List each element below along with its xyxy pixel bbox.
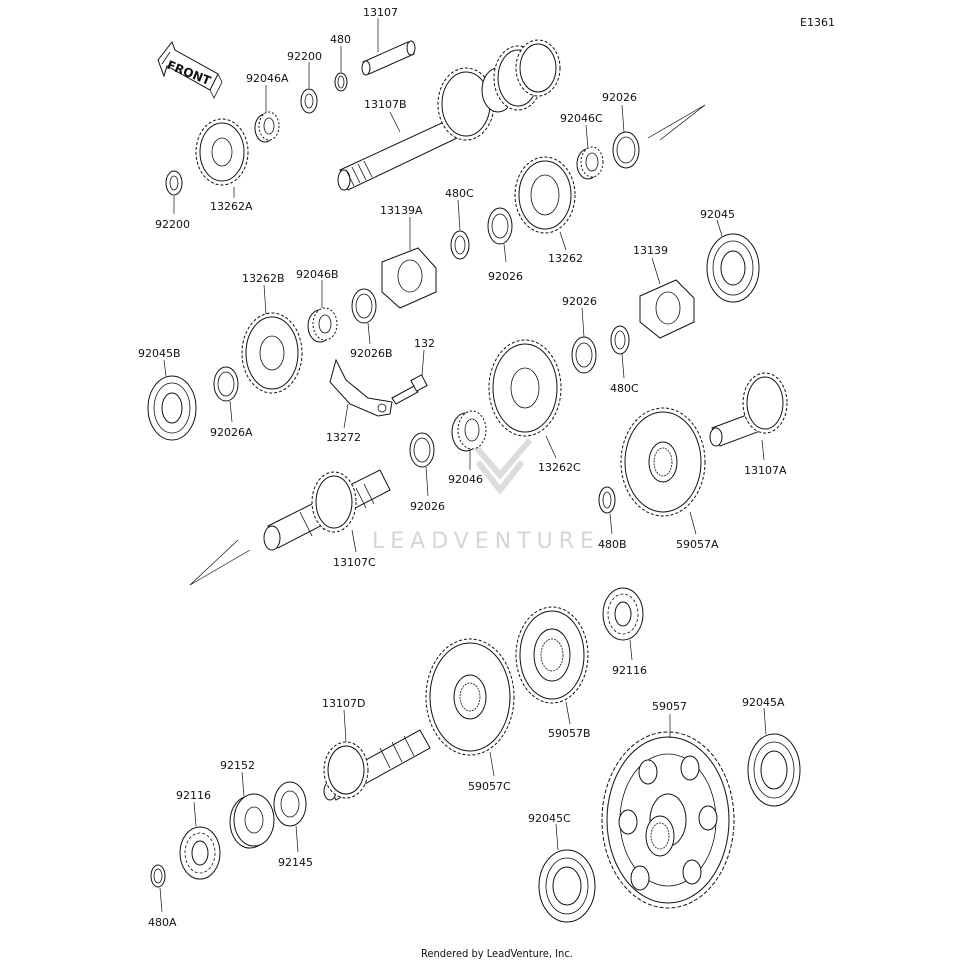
part-13107A-shaft	[709, 372, 788, 461]
part-13272-lever	[329, 358, 393, 429]
label-92026-right: 92026	[562, 295, 597, 308]
part-92026-washer-mid	[487, 207, 513, 263]
label-59057A: 59057A	[676, 538, 719, 551]
label-92045: 92045	[700, 208, 735, 221]
part-92045-bearing	[706, 219, 760, 303]
part-13262A-gear	[195, 118, 249, 198]
label-92200-top: 92200	[287, 50, 322, 63]
label-92116-left: 92116	[176, 789, 211, 802]
label-13262A: 13262A	[210, 200, 253, 213]
label-59057: 59057	[652, 700, 687, 713]
part-59057C-gear	[425, 638, 515, 777]
label-480: 480	[330, 33, 351, 46]
label-59057B: 59057B	[548, 727, 591, 740]
part-13107-pin	[361, 18, 416, 76]
part-92046B-bearing	[307, 280, 338, 343]
part-132-bolt	[391, 349, 428, 405]
part-59057A-gear	[620, 407, 706, 535]
part-480-circlip	[334, 46, 348, 92]
part-13262-gear	[514, 156, 576, 251]
label-92045B: 92045B	[138, 347, 181, 360]
part-92045A-bearing	[747, 707, 801, 807]
label-92045C: 92045C	[528, 812, 571, 825]
part-92045C-bearing	[538, 823, 596, 923]
label-92046: 92046	[448, 473, 483, 486]
label-92026B: 92026B	[350, 347, 393, 360]
part-13107C-shaft	[189, 469, 391, 586]
part-92046C-bearing	[576, 124, 604, 180]
label-480C-right: 480C	[610, 382, 639, 395]
credit-text: Rendered by LeadVenture, Inc.	[421, 947, 573, 960]
label-480A: 480A	[148, 916, 177, 929]
part-92026B-washer	[351, 288, 377, 345]
watermark-text: LEADVENTURE	[372, 529, 600, 554]
part-92026-washer-low	[409, 432, 435, 497]
label-92145: 92145	[278, 856, 313, 869]
label-92116-right: 92116	[612, 664, 647, 677]
label-13262C: 13262C	[538, 461, 581, 474]
label-92026A: 92026A	[210, 426, 253, 439]
part-59057-gear	[601, 714, 735, 909]
part-92116-bearing-right	[602, 587, 644, 661]
label-480C-top: 480C	[445, 187, 474, 200]
diagram-code: E1361	[800, 16, 835, 29]
label-13107A: 13107A	[744, 464, 787, 477]
part-92200-washer-left	[165, 170, 183, 214]
part-92145-washer	[273, 781, 307, 853]
label-92200-left: 92200	[155, 218, 190, 231]
label-13272: 13272	[326, 431, 361, 444]
part-92046-bearing	[451, 410, 487, 470]
part-92045B-bearing	[147, 359, 197, 441]
label-92152: 92152	[220, 759, 255, 772]
label-13139: 13139	[633, 244, 668, 257]
label-59057C: 59057C	[468, 780, 511, 793]
label-92026-mid: 92026	[488, 270, 523, 283]
label-13107D: 13107D	[322, 697, 365, 710]
part-92026-washer-right	[571, 307, 597, 374]
label-13262: 13262	[548, 252, 583, 265]
label-480B: 480B	[598, 538, 627, 551]
part-480B-circlip	[598, 486, 616, 535]
label-13262B: 13262B	[242, 272, 285, 285]
label-13107C: 13107C	[333, 556, 376, 569]
part-13262C-gear	[488, 339, 562, 459]
part-59057B-gear	[515, 606, 589, 725]
label-13107B: 13107B	[364, 98, 407, 111]
watermark: LEADVENTURE	[372, 438, 600, 554]
label-92026-low: 92026	[410, 500, 445, 513]
part-480C-circlip-right	[610, 325, 630, 379]
label-92046A: 92046A	[246, 72, 289, 85]
label-13107: 13107	[363, 6, 398, 19]
part-480A-circlip	[150, 864, 166, 913]
part-92116-bearing-left	[179, 801, 221, 880]
part-13107B-shaft	[337, 39, 561, 191]
part-480C-circlip-top	[450, 199, 470, 260]
label-92045A: 92045A	[742, 696, 785, 709]
part-13262B-gear	[241, 284, 303, 394]
front-arrow-icon: FRONT	[157, 40, 223, 99]
part-92026A-washer	[213, 366, 239, 423]
part-92152-spacer	[229, 771, 275, 849]
label-13139A: 13139A	[380, 204, 423, 217]
part-92026-washer-top	[612, 104, 706, 169]
label-92046B: 92046B	[296, 268, 339, 281]
part-92200-washer-top	[300, 62, 318, 114]
label-132: 132	[414, 337, 435, 350]
part-92046A-bearing	[254, 85, 280, 143]
part-13139A-hub	[381, 217, 437, 309]
part-13139-hub	[639, 257, 695, 339]
label-92046C: 92046C	[560, 112, 603, 125]
part-13107D-shaft	[323, 709, 431, 801]
label-92026-top: 92026	[602, 91, 637, 104]
